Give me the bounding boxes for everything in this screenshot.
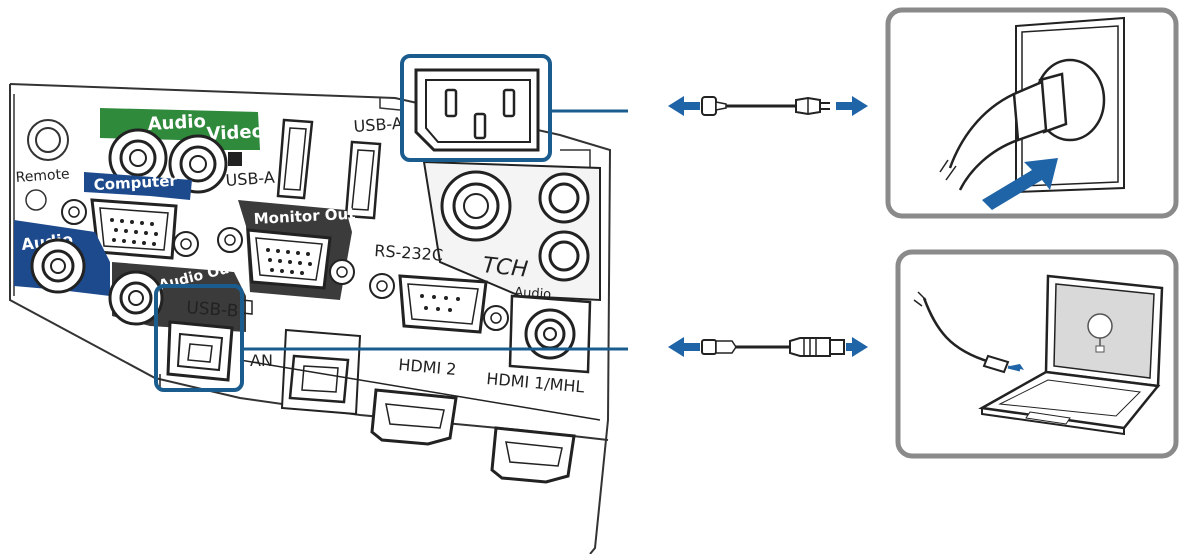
- power-inlet-group: [400, 54, 552, 162]
- usb-plug-small: [982, 354, 1010, 374]
- usb-a-icon: [228, 152, 242, 166]
- usb-a-right-label: USB-A: [353, 114, 403, 136]
- usb-b-group: USB-B: [154, 284, 253, 392]
- projector-panel: Remote Audio Video Computer Audio: [9, 83, 612, 554]
- audio-video-badge: [100, 108, 260, 150]
- power-inlet-highlight: [400, 54, 552, 162]
- remote-label: Remote: [15, 166, 70, 186]
- insert-arrow-icon: [982, 158, 1058, 210]
- usb-b-highlight: [154, 284, 244, 392]
- power-cable-icon: [668, 96, 868, 116]
- rs232c-label: RS-232C: [374, 241, 444, 265]
- audio-video-badge-video-label: Video: [206, 121, 264, 145]
- audio-video-badge-audio-label: Audio: [147, 111, 206, 135]
- monitor-out-badge-label: Monitor Out: [253, 205, 356, 228]
- audio-small-label: Audio: [514, 285, 552, 303]
- computer-badge: [84, 172, 192, 200]
- hdmi1-label: HDMI 1/MHL: [486, 369, 586, 397]
- usb-cable-icon: [668, 337, 868, 357]
- laptop-panel: [895, 249, 1179, 459]
- hdmi2-label: HDMI 2: [398, 355, 458, 379]
- tch-label: TCH: [481, 253, 529, 283]
- lan-label: AN: [250, 351, 273, 370]
- wall-outlet-panel: [885, 7, 1179, 219]
- balloon-icon: [1087, 313, 1113, 339]
- computer-badge-label: Computer: [93, 172, 178, 194]
- usb-a-left-label: USB-A: [225, 168, 275, 190]
- usb-b-label: USB-B: [186, 298, 239, 322]
